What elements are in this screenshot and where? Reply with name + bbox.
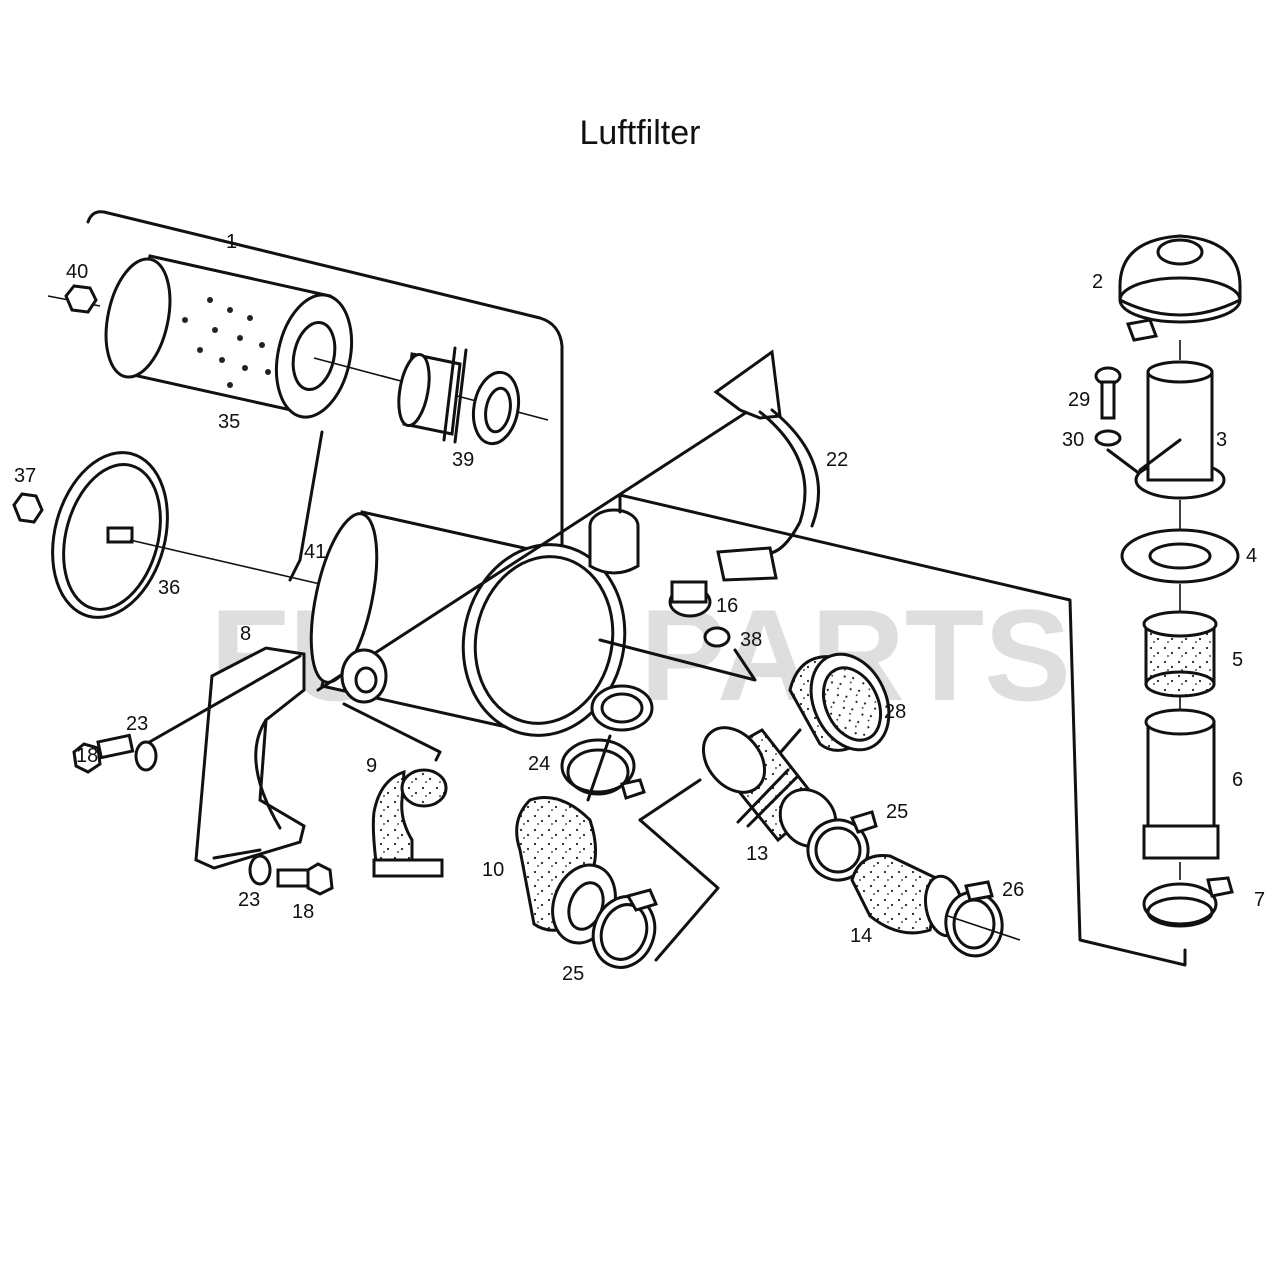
callout-38: 38 (740, 629, 762, 651)
bolt-18-lower (276, 862, 334, 896)
callout-37: 37 (14, 465, 36, 487)
callout-28: 28 (884, 701, 906, 723)
leader-line-16-38 (598, 638, 757, 682)
washer-23-upper (134, 740, 158, 772)
clamp-strap-22 (713, 349, 820, 582)
hose-clamp-25-upper (806, 810, 878, 882)
assembly-bracket-line (86, 210, 564, 547)
callout-7: 7 (1254, 889, 1265, 911)
callout-4: 4 (1246, 545, 1257, 567)
hose-clamp-25-lower (591, 888, 659, 969)
callout-5: 5 (1232, 649, 1243, 671)
cap-28 (788, 652, 891, 752)
callout-10: 10 (482, 859, 504, 881)
callout-30: 30 (1062, 429, 1084, 451)
sleeve-39 (397, 346, 521, 446)
callout-22: 22 (826, 449, 848, 471)
leader-line-8 (144, 654, 302, 746)
callout-labels: 1 2 3 4 5 6 7 8 9 10 13 14 16 18 18 22 2… (14, 231, 1265, 985)
callout-36: 36 (158, 577, 180, 599)
callout-39: 39 (452, 449, 474, 471)
callout-29: 29 (1068, 389, 1090, 411)
filter-cartridge-35 (104, 254, 353, 419)
callout-24: 24 (528, 753, 550, 775)
callout-16: 16 (716, 595, 738, 617)
washer-23-lower (248, 854, 272, 886)
leader-line-22 (316, 408, 752, 692)
callout-6: 6 (1232, 769, 1243, 791)
callout-25-upper: 25 (886, 801, 908, 823)
cover-disk-36 (51, 451, 169, 619)
callout-14: 14 (850, 925, 872, 947)
washer-30 (1094, 429, 1122, 447)
callout-8: 8 (240, 623, 251, 645)
axis-line-36 (129, 539, 321, 585)
flange-4 (1120, 528, 1240, 584)
callout-13: 13 (746, 843, 768, 865)
callout-35: 35 (218, 411, 240, 433)
pre-cleaner-cap-2 (1118, 234, 1242, 342)
callout-23-upper: 23 (126, 713, 148, 735)
leader-line-10-13 (638, 818, 720, 962)
leader-line-30 (1106, 448, 1142, 476)
leader-line-41 (288, 430, 324, 582)
callout-1: 1 (226, 231, 237, 253)
hose-13 (701, 726, 838, 848)
callout-2: 2 (1092, 271, 1103, 293)
tube-6 (1142, 708, 1220, 860)
filter-housing-41 (309, 508, 654, 737)
screw-29 (1094, 366, 1122, 420)
leader-line-bracket-lower (212, 848, 262, 860)
valve-16 (668, 580, 712, 618)
leader-line-3 (1138, 438, 1182, 472)
callout-18-upper: 18 (76, 745, 98, 767)
callout-26: 26 (1002, 879, 1024, 901)
nut-37 (12, 492, 44, 524)
nut-40 (64, 284, 98, 314)
callout-40: 40 (66, 261, 88, 283)
elbow-cap-9 (340, 648, 448, 878)
bolt-18-upper (72, 733, 135, 774)
leader-line-24 (586, 734, 612, 802)
bracket-8 (194, 646, 306, 870)
callout-25-lower: 25 (562, 963, 584, 985)
sleeve-5 (1142, 610, 1218, 698)
callout-41: 41 (304, 541, 326, 563)
washer-38 (703, 626, 731, 648)
hose-clamp-7 (1142, 876, 1234, 928)
callout-3: 3 (1216, 429, 1227, 451)
leader-line-13-join (638, 778, 702, 822)
leader-line-precleaner (618, 493, 1187, 967)
callout-23-lower: 23 (238, 889, 260, 911)
callout-18-lower: 18 (292, 901, 314, 923)
hose-clamp-24 (560, 738, 646, 800)
diagram-title: Luftfilter (579, 114, 701, 152)
tube-3 (1134, 360, 1226, 500)
axis-line-26 (947, 915, 1021, 941)
callout-9: 9 (366, 755, 377, 777)
